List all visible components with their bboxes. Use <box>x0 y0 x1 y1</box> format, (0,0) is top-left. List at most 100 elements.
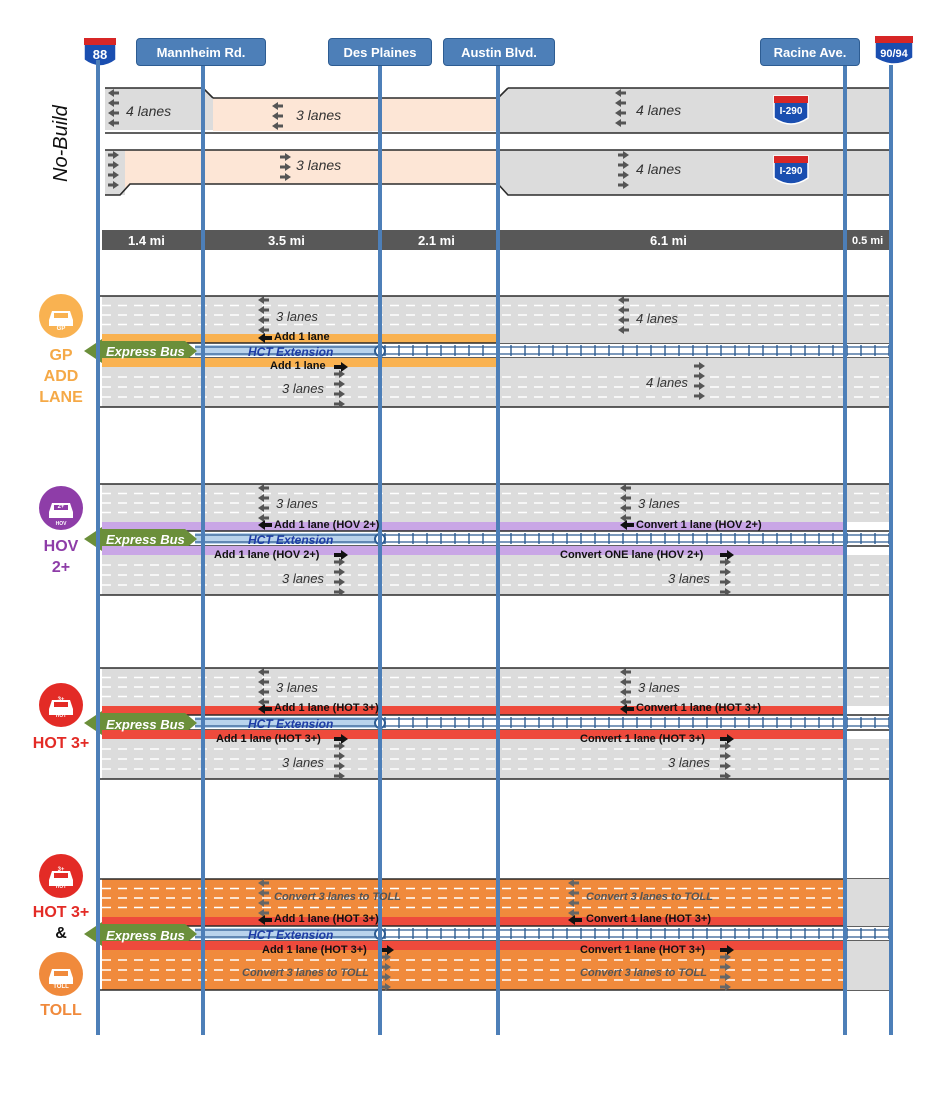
gp-icon-badge: GP <box>56 326 66 332</box>
toll-bottom-east-gap <box>843 941 890 990</box>
des-plaines-label: Des Plaines <box>328 38 432 66</box>
gp-eb-gap <box>496 358 890 367</box>
hov-eb-arrow <box>720 578 731 586</box>
toll-eb-managed-lane <box>102 941 843 950</box>
i290-shield-label-2: I-290 <box>779 166 803 177</box>
toll-bottom-east-convert: Convert 3 lanes to TOLL <box>580 967 707 979</box>
segment-5-distance: 0.5 mi <box>852 235 884 247</box>
toll-wb-convert-arrow <box>568 915 582 925</box>
hov-express-bus: Express Bus <box>106 532 185 547</box>
toll-hot-car-icon-car-window <box>54 873 68 878</box>
nobuild-wb-arrow <box>108 109 119 117</box>
gp-wb-gap <box>496 334 890 343</box>
nobuild-eb-arrow <box>618 161 629 169</box>
hot-wb-arrow <box>258 678 269 686</box>
nobuild-wb-arrow <box>615 99 626 107</box>
gp-eb-arrow <box>694 372 705 380</box>
toll-express-bus-arrow <box>84 922 197 946</box>
hot-car-icon-car-window <box>54 702 68 707</box>
hot-eb-action-west: Add 1 lane (HOT 3+) <box>216 733 321 745</box>
gp-eb-arrow <box>334 400 345 408</box>
hot-wb-arrow <box>620 678 631 686</box>
i88-shield-label: 88 <box>92 47 108 62</box>
racine-ave-label: Racine Ave. <box>760 38 860 66</box>
nobuild-top-east-road <box>498 88 890 133</box>
gp-top-east-lanes: 4 lanes <box>636 311 678 326</box>
hov-eb-action-west: Add 1 lane (HOV 2+) <box>214 549 320 561</box>
toll-eb-add-arrow <box>380 945 394 955</box>
gp-eb-arrow <box>334 390 345 398</box>
hot-express-bus-arrow <box>84 711 197 735</box>
nobuild-eb-arrow <box>108 171 119 179</box>
gp-wb-managed-lane <box>102 334 496 343</box>
hot-wb-action-west: Add 1 lane (HOT 3+) <box>274 702 379 714</box>
toll-wb-arrow <box>568 909 579 917</box>
hov-express-bus-arrow <box>84 527 197 551</box>
nobuild-wb-arrow <box>108 99 119 107</box>
segment-4-distance: 6.1 mi <box>650 233 687 248</box>
hot-top-west-lanes: 3 lanes <box>276 680 318 695</box>
gp-wb-action: Add 1 lane <box>274 331 330 343</box>
toll-eb-arrow <box>720 983 731 991</box>
toll-wb-arrow <box>258 889 269 897</box>
nobuild-wb-arrow <box>108 89 119 97</box>
hot-hct-band <box>195 717 380 728</box>
nobuild-wb-arrow <box>272 112 283 120</box>
nobuild-wb-arrow <box>272 122 283 130</box>
austin-blvd-label: Austin Blvd. <box>443 38 555 66</box>
nobuild-top-mid-road <box>213 98 498 131</box>
toll-eb-action-west: Add 1 lane (HOT 3+) <box>262 944 367 956</box>
hot-wb-arrow <box>258 668 269 676</box>
i290-shield-label-1: I-290 <box>779 106 803 117</box>
hov-top-west-lanes: 3 lanes <box>276 496 318 511</box>
hov-eb-arrow <box>334 558 345 566</box>
toll-eb-convert-arrow <box>720 945 734 955</box>
hot-hct-extension: HCT Extension <box>248 717 334 731</box>
gp-bottom-east-lanes: 4 lanes <box>646 375 688 390</box>
hov-eb-action-east: Convert ONE lane (HOV 2+) <box>560 549 704 561</box>
toll-top-east-convert: Convert 3 lanes to TOLL <box>586 891 713 903</box>
toll-eb-arrow <box>380 953 391 961</box>
hov-wb-arrow <box>258 514 269 522</box>
hov-wb-arrow <box>258 484 269 492</box>
toll-wb-arrow <box>258 879 269 887</box>
hov-car-icon-car-window <box>54 505 68 510</box>
hov-wb-managed-lane <box>102 522 843 531</box>
nobuild-eb-arrow <box>280 153 291 161</box>
hot-icon-badge: 3+ <box>57 697 65 703</box>
gp-hct-band <box>195 345 380 356</box>
hov-eb-managed-lane <box>102 546 843 555</box>
gp-alt-line-3: LANE <box>39 389 83 406</box>
toll-eb-action-east: Convert 1 lane (HOT 3+) <box>580 944 706 956</box>
gp-wb-arrow <box>258 316 269 324</box>
toll-wb-arrow <box>258 909 269 917</box>
nobuild-top-mid-lanes: 3 lanes <box>296 107 342 123</box>
gp-alt-label: GP ADD LANE <box>30 345 92 408</box>
hot-bottom-east-lanes: 3 lanes <box>668 755 710 770</box>
nobuild-eb-arrow <box>108 151 119 159</box>
toll-wb-add-arrow <box>258 915 272 925</box>
toll-alt-label-toll: TOLL <box>40 1002 82 1019</box>
hov-eb-arrow <box>720 588 731 596</box>
hov-wb-arrow <box>620 514 631 522</box>
hov-icon-badge: 2+ <box>57 504 65 510</box>
hot-bottom-west-lanes: 3 lanes <box>282 755 324 770</box>
nobuild-bottom-mid-lanes: 3 lanes <box>296 157 342 173</box>
nobuild-top-east-lanes: 4 lanes <box>636 102 682 118</box>
gp-express-bus-arrow <box>84 339 197 363</box>
toll-hot-icon-badge: 3+ <box>57 867 65 873</box>
gp-eb-arrow <box>694 392 705 400</box>
gp-eb-arrow <box>694 362 705 370</box>
hot-alt-line-1: HOT 3+ <box>32 735 90 752</box>
no-build-label: No-Build <box>50 105 72 182</box>
hot-eb-action-east: Convert 1 lane (HOT 3+) <box>580 733 706 745</box>
hot-eb-arrow <box>334 762 345 770</box>
toll-eb-arrow <box>720 973 731 981</box>
hot-wb-arrow <box>258 688 269 696</box>
hot-express-bus: Express Bus <box>106 717 185 732</box>
nobuild-bottom-east-road <box>498 150 890 195</box>
nobuild-wb-arrow <box>615 109 626 117</box>
toll-bottom-west-convert: Convert 3 lanes to TOLL <box>242 967 369 979</box>
hov-wb-arrow <box>258 504 269 512</box>
